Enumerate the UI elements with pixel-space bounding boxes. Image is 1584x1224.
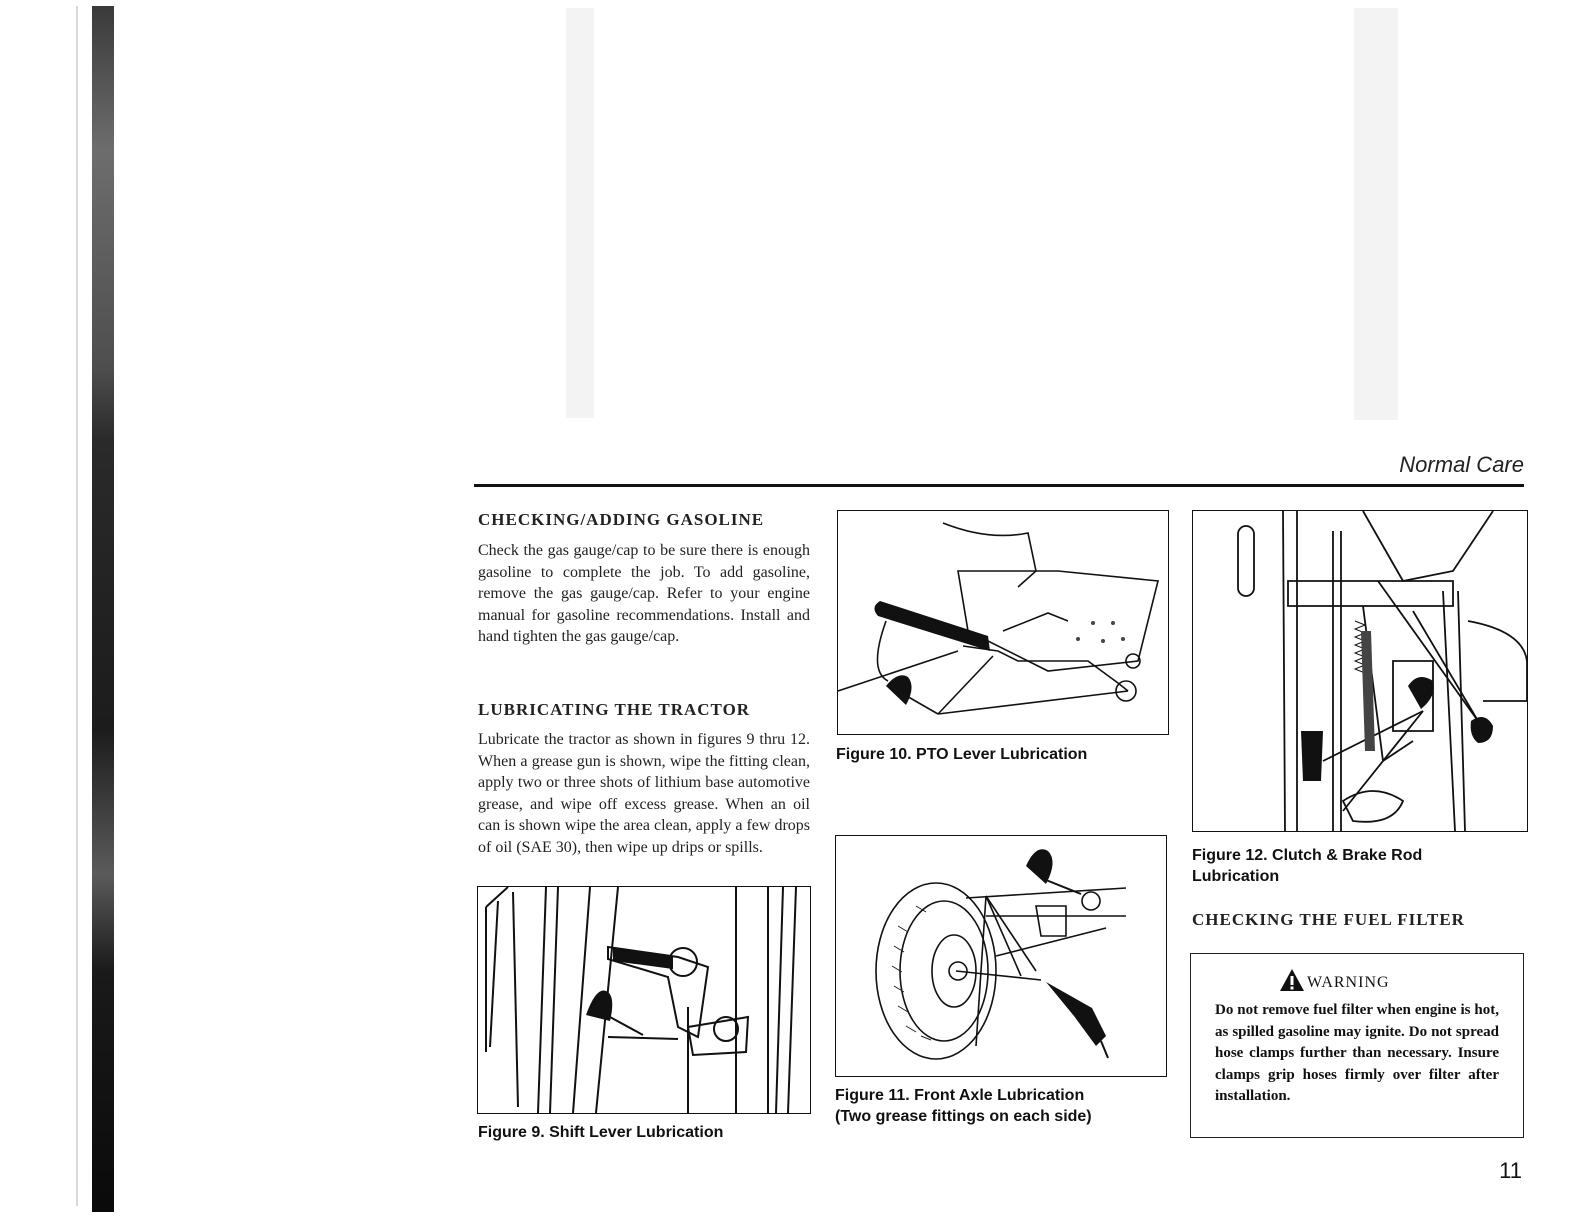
gasoline-paragraph: Check the gas gauge/cap to be sure there…: [478, 542, 810, 645]
oil-can-icon: [1026, 849, 1082, 895]
warning-box: WARNING Do not remove fuel filter when e…: [1190, 953, 1524, 1138]
figure-11-caption-line1: Figure 11. Front Axle Lubrication: [835, 1087, 1085, 1104]
figure-10-illustration: [837, 510, 1169, 735]
scan-speckle: [1354, 8, 1398, 420]
gasoline-heading: CHECKING/ADDING GASOLINE: [478, 510, 765, 529]
figure-12-caption-line1: Figure 12. Clutch & Brake Rod: [1192, 847, 1423, 864]
figure-9-illustration: [477, 886, 811, 1114]
page-binding-edge: [76, 6, 78, 1206]
figure-11-illustration: [835, 835, 1167, 1077]
figure-9-caption: Figure 9. Shift Lever Lubrication: [478, 1124, 724, 1141]
oil-can-icon: [886, 675, 912, 705]
warning-text: Do not remove fuel filter when engine is…: [1215, 1002, 1499, 1104]
section-title: Normal Care: [1399, 452, 1524, 477]
figure-12-illustration: [1192, 510, 1528, 832]
oil-can-icon: [586, 990, 644, 1036]
scan-speckle: [566, 8, 594, 418]
figure-12-caption-line2: Lubrication: [1192, 868, 1280, 885]
oil-can-icon: [1408, 677, 1493, 743]
page-number: 11: [1499, 1158, 1522, 1183]
figure-11-caption-line2: (Two grease fittings on each side): [835, 1108, 1092, 1125]
figure-10-caption: Figure 10. PTO Lever Lubrication: [836, 746, 1088, 763]
page-binding-shadow: [92, 6, 114, 1212]
lubricating-heading: LUBRICATING THE TRACTOR: [478, 700, 751, 719]
warning-header: WARNING: [1279, 968, 1390, 992]
warning-triangle-icon: [1280, 969, 1304, 991]
header-rule: [474, 484, 1524, 487]
warning-title: WARNING: [1307, 974, 1390, 991]
fuel-filter-heading: CHECKING THE FUEL FILTER: [1192, 910, 1465, 929]
lubricating-paragraph: Lubricate the tractor as shown in figure…: [478, 731, 810, 856]
